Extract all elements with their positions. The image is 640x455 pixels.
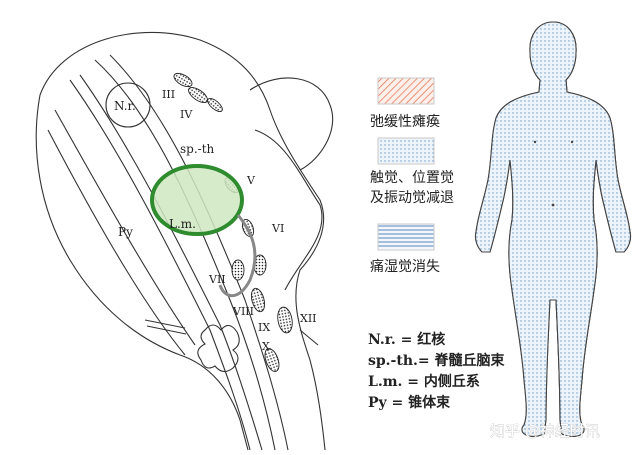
- label-spinothalamic: sp.-th: [180, 142, 215, 156]
- body-navel: [551, 203, 555, 207]
- label-cn-iv: IV: [180, 108, 193, 121]
- legend-label-sensation-reduced-line2: 及振动觉减退: [370, 190, 454, 206]
- legend-label-pain-temp-loss: 痛湿觉消失: [370, 258, 440, 275]
- label-cn-vi: VI: [271, 222, 284, 235]
- label-cn-viii: VIII: [232, 305, 254, 318]
- abbreviation-list: N.r. = 红核 sp.-th.= 脊髓丘脑束 L.m. = 内侧丘系 Py …: [368, 331, 505, 411]
- body-figure: [474, 21, 632, 437]
- fiber-tract-5: [54, 109, 196, 346]
- fiber-tract-6: [47, 129, 186, 356]
- brainstem-illustration: [35, 31, 334, 451]
- legend-label-flaccid-paralysis: 弛缓性瘫痪: [370, 114, 440, 130]
- label-medial-lemniscus: L.m.: [169, 217, 196, 231]
- legend: 弛缓性瘫痪 触觉、位置觉 及振动觉减退 痛湿觉消失: [370, 77, 454, 275]
- red-nucleus: [105, 82, 151, 128]
- label-cn-vii: VII: [208, 273, 226, 286]
- abbr-medial-lemniscus: L.m. = 内侧丘系: [368, 373, 480, 390]
- abbr-spinothalamic: sp.-th.= 脊髓丘脑束: [368, 352, 505, 369]
- label-cn-xii: XII: [300, 312, 317, 325]
- label-cn-iii: III: [162, 88, 175, 101]
- label-red-nucleus: N.r.: [114, 99, 136, 113]
- nerve-root-right: [299, 329, 319, 346]
- abbr-red-nucleus: N.r. = 红核: [368, 331, 445, 348]
- fiber-tract-3: [69, 79, 251, 451]
- fourth-ventricle-outline: [254, 129, 323, 291]
- legend-swatch-pain-temp-loss: [377, 223, 435, 251]
- label-pyramidal: Py: [118, 225, 133, 239]
- lesion-circle: [150, 164, 244, 236]
- fiber-tract-2: [109, 54, 289, 451]
- label-cn-x: X: [262, 340, 270, 353]
- watermark: 知乎 @神经时讯: [490, 422, 600, 440]
- facial-nerve-loop: [218, 214, 257, 298]
- legend-swatch-flaccid-paralysis: [377, 77, 435, 105]
- brainstem-labels: N.r. III IV sp.-th V L.m. Py VI VII VIII…: [114, 88, 317, 353]
- fiber-tract-4: [79, 74, 263, 451]
- body-nipple-left: [533, 140, 537, 144]
- nerve-root-left: [144, 319, 187, 335]
- legend-label-sensation-reduced-line1: 触觉、位置觉: [370, 170, 454, 186]
- label-cn-ix: IX: [258, 321, 270, 334]
- fiber-tract-1: [94, 59, 276, 451]
- abbr-pyramidal: Py = 锥体束: [368, 394, 451, 411]
- cerebellum-outline: [249, 77, 334, 171]
- brainstem-outline: [35, 31, 326, 451]
- legend-swatch-sensation-reduced: [377, 137, 435, 165]
- inferior-olive: [197, 324, 240, 373]
- body-nipple-right: [570, 140, 574, 144]
- label-cn-v: V: [246, 174, 256, 187]
